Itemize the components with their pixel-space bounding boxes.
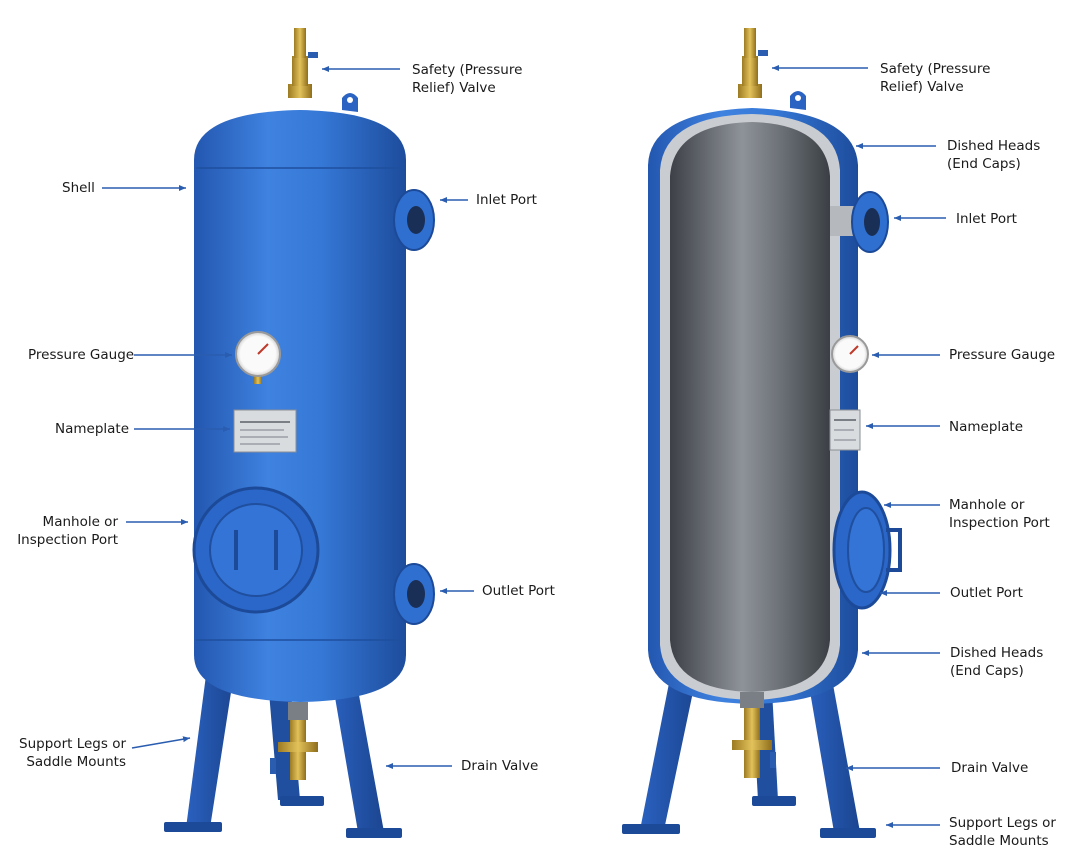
- right-interior: [670, 122, 830, 692]
- label-left-shell: Shell: [62, 180, 95, 196]
- left-outlet-port: [393, 563, 435, 625]
- left-drain-valve: [270, 702, 318, 780]
- label-right-inlet-port: Inlet Port: [956, 211, 1017, 227]
- right-pressure-gauge: [831, 335, 869, 373]
- label-right-manhole: Manhole or Inspection Port: [949, 497, 1050, 531]
- right-manhole: [832, 490, 902, 610]
- label-right-support-legs: Support Legs or Saddle Mounts: [949, 815, 1056, 849]
- label-left-safety-valve: Safety (Pressure Relief) Valve: [412, 62, 523, 96]
- label-right-outlet-port: Outlet Port: [950, 585, 1023, 601]
- label-right-dished-heads-top: Dished Heads (End Caps): [947, 138, 1041, 172]
- label-right-drain-valve: Drain Valve: [951, 760, 1029, 776]
- label-right-nameplate: Nameplate: [949, 419, 1024, 435]
- leader-arrows: [102, 65, 946, 828]
- label-left-drain-valve: Drain Valve: [461, 758, 539, 774]
- arrow-left-support-legs: [131, 736, 191, 749]
- right-safety-valve: [738, 28, 768, 98]
- label-right-dished-heads-bottom: Dished Heads (End Caps): [950, 645, 1044, 679]
- left-vessel: [164, 28, 435, 838]
- left-shell: [194, 110, 406, 702]
- label-right-safety-valve: Safety (Pressure Relief) Valve: [880, 61, 991, 95]
- right-nameplate: [829, 409, 861, 451]
- label-left-pressure-gauge: Pressure Gauge: [28, 347, 135, 363]
- left-nameplate: [233, 409, 297, 453]
- left-manhole: [192, 486, 320, 614]
- right-inlet-port: [830, 191, 889, 253]
- left-pressure-gauge: [235, 331, 281, 384]
- label-right-pressure-gauge: Pressure Gauge: [949, 347, 1056, 363]
- label-left-outlet-port: Outlet Port: [482, 583, 555, 599]
- label-left-support-legs: Support Legs or Saddle Mounts: [19, 736, 126, 770]
- right-drain-valve: [732, 692, 776, 778]
- left-safety-valve: [288, 28, 318, 98]
- right-vessel: [622, 28, 902, 838]
- label-left-nameplate: Nameplate: [55, 421, 130, 437]
- label-left-manhole: Manhole or Inspection Port: [17, 514, 118, 548]
- left-inlet-port: [393, 189, 435, 251]
- label-left-inlet-port: Inlet Port: [476, 192, 537, 208]
